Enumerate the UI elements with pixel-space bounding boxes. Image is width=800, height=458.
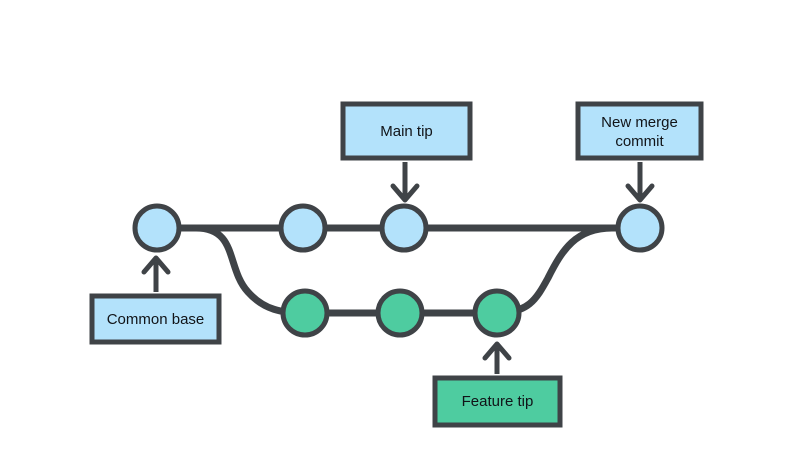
commit-node-main-tip[interactable] [379, 203, 429, 253]
arrow-main-tip [390, 162, 420, 203]
annotation-arrows [141, 162, 655, 374]
commit-node-main-commit-1[interactable] [278, 203, 328, 253]
arrow-feature-tip [482, 341, 512, 374]
graph-nodes [132, 203, 665, 338]
commit-node-merge-commit[interactable] [615, 203, 665, 253]
commit-node-common-base[interactable] [132, 203, 182, 253]
arrow-new-merge-commit [625, 162, 655, 203]
label-boxes: Main tip New merge commit Common base Fe… [89, 101, 704, 428]
commit-node-feature-tip[interactable] [472, 288, 522, 338]
label-box-new-merge-commit-line-1: New merge [601, 114, 678, 131]
label-box-common-base[interactable]: Common base [89, 293, 222, 345]
label-box-feature-tip-text: Feature tip [462, 393, 534, 410]
commit-node-feature-commit-1[interactable] [280, 288, 330, 338]
arrow-common-base [141, 255, 171, 292]
commit-node-feature-commit-2[interactable] [375, 288, 425, 338]
label-box-main-tip-text: Main tip [380, 123, 433, 140]
label-box-new-merge-commit[interactable]: New merge commit [575, 101, 704, 161]
label-box-common-base-text: Common base [107, 311, 205, 328]
label-box-feature-tip[interactable]: Feature tip [432, 375, 563, 428]
label-box-new-merge-commit-line-2: commit [615, 133, 664, 150]
label-box-main-tip[interactable]: Main tip [340, 101, 473, 161]
